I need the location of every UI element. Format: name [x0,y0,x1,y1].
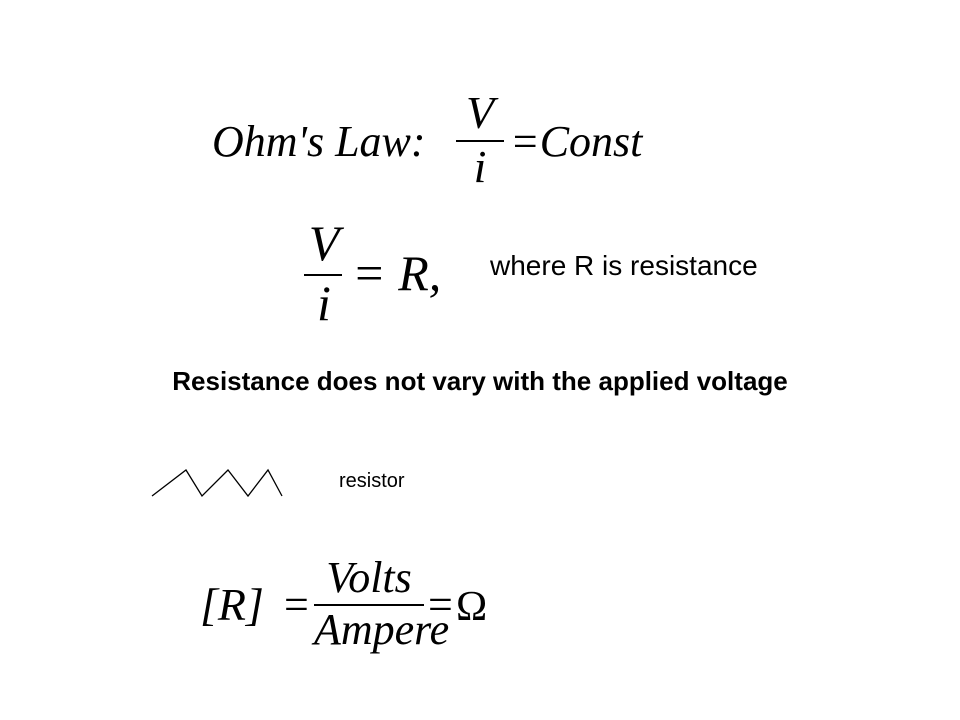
resistance-rhs: = R, [352,245,442,301]
units-lhs: [R] [200,579,264,630]
fraction-bar [304,274,342,276]
resistance-units-equation: [R] = Volts Ampere = Ω [200,552,500,662]
ohms-law-label: Ohm's Law: [212,117,426,166]
equals-sign: = [284,580,309,629]
resistor-zigzag-icon [151,468,283,498]
ohms-law-fraction: V i [452,90,508,190]
resistor-label: resistor [339,470,405,492]
fraction-denominator: Ampere [314,605,450,654]
equals-sign: = [428,580,453,629]
ohms-law-rhs: =Const [510,117,643,166]
fraction-numerator: V [465,87,495,138]
fraction-denominator: i [317,275,331,331]
fraction-bar [456,140,504,142]
fraction-denominator: i [473,141,487,192]
units-fraction: Volts Ampere [314,552,450,662]
fraction-numerator: V [308,215,340,271]
resistance-note: where R is resistance [490,250,758,281]
fraction-bar [314,604,424,606]
ohms-law-equation: Ohm's Law: V i =Const [212,90,642,190]
ohm-symbol: Ω [456,584,488,630]
fraction-numerator: Volts [326,553,412,602]
resistance-statement: Resistance does not vary with the applie… [172,366,788,396]
resistance-equation: V i = R, [302,218,472,328]
resistance-fraction: V i [302,218,346,328]
